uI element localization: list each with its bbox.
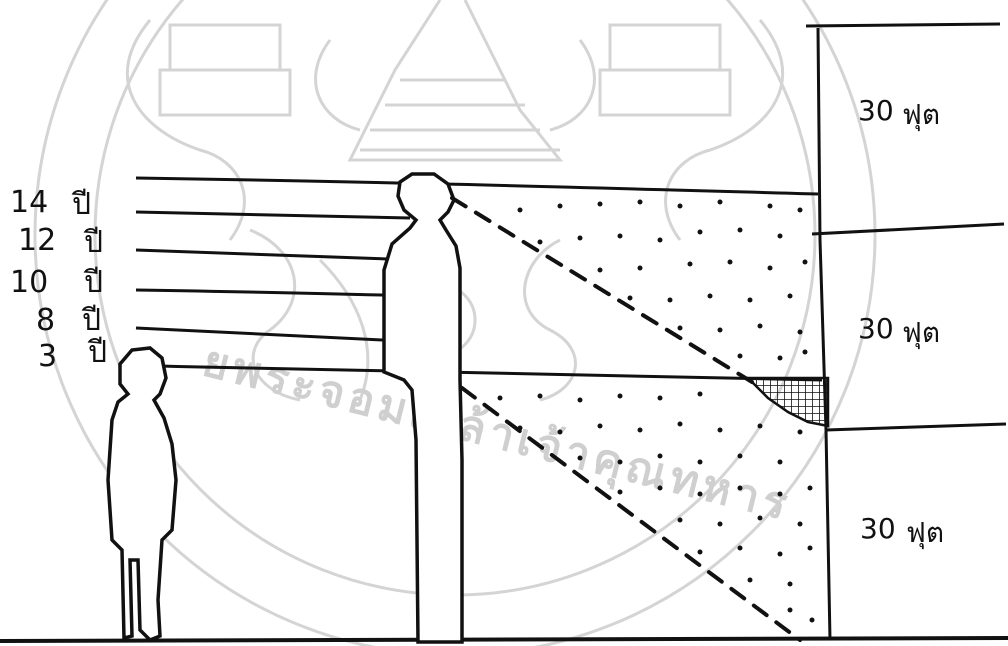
age-label-10-unit: ปี <box>83 265 103 300</box>
shelf-label-2-value: 30 <box>858 312 894 345</box>
left-pedestal <box>170 25 280 70</box>
watermark-arc-text: ยพระจอมเกล้าเจ้าคุณทหาร <box>197 336 792 533</box>
eye-line-14 <box>136 212 410 218</box>
shelf-label-3-value: 30 <box>860 512 896 545</box>
eye-line-top <box>136 178 818 194</box>
right-pedestal <box>610 25 720 70</box>
age-label-12-unit: ปี <box>83 225 103 260</box>
age-label-12-value: 12 <box>18 223 56 258</box>
crosshatch-zone <box>748 378 828 426</box>
age-label-14-value: 14 <box>10 185 48 220</box>
age-label-3-value: 3 <box>38 339 57 374</box>
shelf-label-3-unit: ฟุต <box>906 516 944 550</box>
shelf-top-line <box>806 24 1000 26</box>
shelf-line-1 <box>812 224 1004 234</box>
shelf-label-1-unit: ฟุต <box>902 98 940 132</box>
shelf-label-1-value: 30 <box>858 94 894 127</box>
age-label-8-value: 8 <box>36 303 55 338</box>
visibility-dots <box>498 200 815 623</box>
age-label-8-unit: ปี <box>81 303 101 338</box>
shelf-label-1: 30 ฟุต <box>858 94 940 132</box>
age-label-3-unit: ปี <box>87 335 107 370</box>
child-figure <box>108 348 176 640</box>
age-labels: 14 ปี 12 ปี 10 ปี 8 ปี 3 ปี <box>10 185 107 374</box>
age-label-10-value: 10 <box>10 265 48 300</box>
age-label-14-unit: ปี <box>71 187 91 222</box>
shelf-line-2 <box>826 424 1006 430</box>
shelf-wall-edge <box>818 28 830 640</box>
shelf-label-2-unit: ฟุต <box>902 316 940 350</box>
shelf-label-3: 30 ฟุต <box>860 512 944 550</box>
sightline-upper <box>452 198 752 382</box>
shelf-label-2: 30 ฟุต <box>858 312 940 350</box>
